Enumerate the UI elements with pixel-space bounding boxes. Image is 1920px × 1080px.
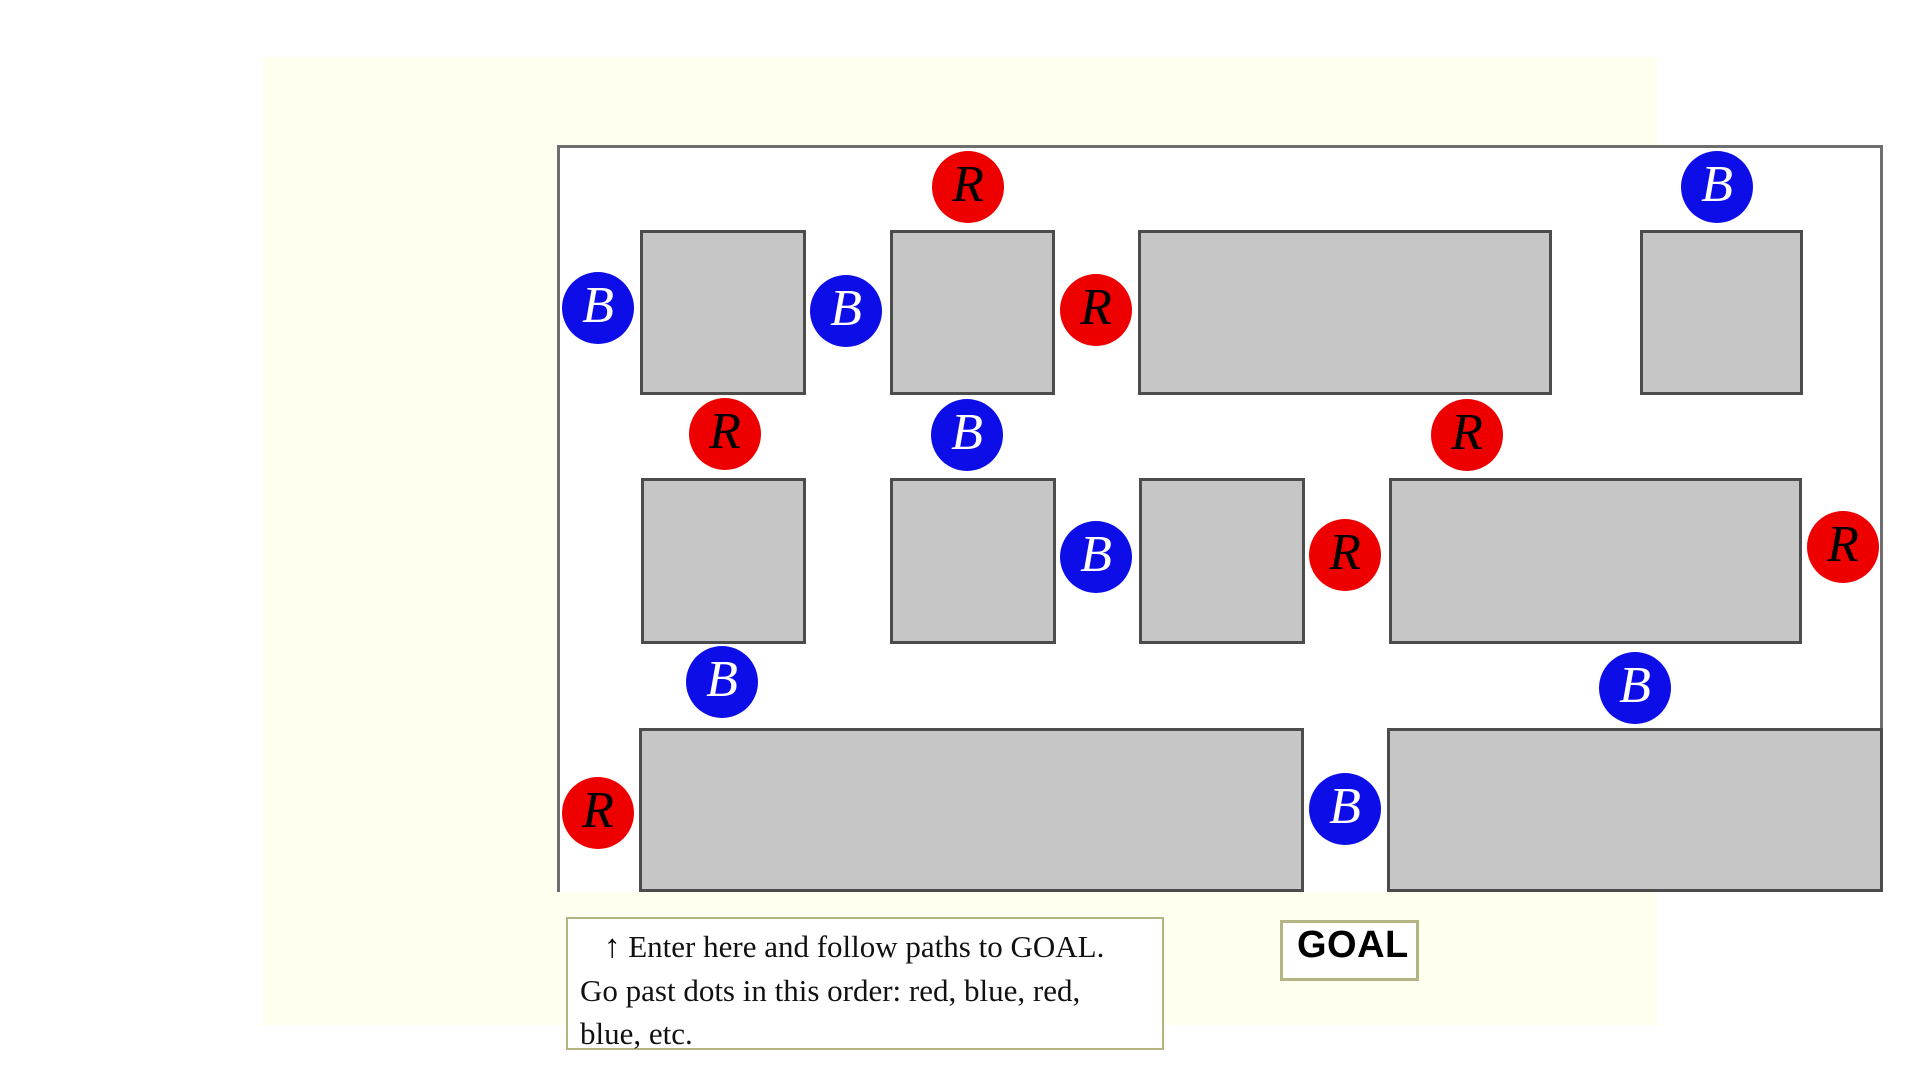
blue-dot: B <box>562 272 634 344</box>
wall-block <box>1139 478 1305 644</box>
up-arrow-icon: ↑ <box>604 929 621 965</box>
dot-letter: B <box>706 651 738 708</box>
dot-letter: R <box>1080 279 1112 336</box>
dot-letter: R <box>1827 516 1859 573</box>
dot-letter: B <box>1619 657 1651 714</box>
red-dot: R <box>562 777 634 849</box>
wall-block <box>1138 230 1552 395</box>
wall-block <box>890 478 1056 644</box>
wall-block <box>890 230 1055 395</box>
dot-letter: R <box>952 156 984 213</box>
goal-label: GOAL <box>1297 924 1409 966</box>
instructions-line: ↑ Enter here and follow paths to GOAL. <box>580 925 1152 969</box>
instructions-line-text: Go past dots in this order: red, blue, r… <box>580 973 1081 1008</box>
blue-dot: B <box>1060 521 1132 593</box>
red-dot: R <box>1807 511 1879 583</box>
instructions-line-text: Enter here and follow paths to GOAL. <box>628 929 1105 964</box>
blue-dot: B <box>686 646 758 718</box>
red-dot: R <box>932 151 1004 223</box>
instructions-line: Go past dots in this order: red, blue, r… <box>580 969 1152 1012</box>
dot-letter: B <box>1080 526 1112 583</box>
dot-letter: B <box>951 404 983 461</box>
dot-letter: B <box>582 277 614 334</box>
red-dot: R <box>1309 519 1381 591</box>
blue-dot: B <box>1681 151 1753 223</box>
blue-dot: B <box>1309 773 1381 845</box>
dot-letter: B <box>830 280 862 337</box>
wall-block <box>1640 230 1803 395</box>
red-dot: R <box>1431 399 1503 471</box>
dot-letter: R <box>709 403 741 460</box>
goal-box: GOAL <box>1280 920 1419 981</box>
blue-dot: B <box>931 399 1003 471</box>
dot-letter: R <box>582 782 614 839</box>
dot-letter: R <box>1329 524 1361 581</box>
wall-block <box>1387 728 1883 892</box>
instructions-line-text: blue, etc. <box>580 1016 693 1051</box>
dot-letter: R <box>1451 404 1483 461</box>
wall-block <box>641 478 806 644</box>
puzzle-canvas: R B B B R R B R B R R B B R B ↑ Enter here and follow … <box>263 57 1883 1051</box>
red-dot: R <box>689 398 761 470</box>
blue-dot: B <box>810 275 882 347</box>
red-dot: R <box>1060 274 1132 346</box>
wall-block <box>640 230 806 395</box>
dot-letter: B <box>1329 778 1361 835</box>
wall-block <box>639 728 1304 892</box>
instructions-panel: ↑ Enter here and follow paths to GOAL. G… <box>566 917 1164 1051</box>
wall-block <box>1389 478 1802 644</box>
blue-dot: B <box>1599 652 1671 724</box>
instructions-line: blue, etc. <box>580 1012 1152 1055</box>
dot-letter: B <box>1701 156 1733 213</box>
